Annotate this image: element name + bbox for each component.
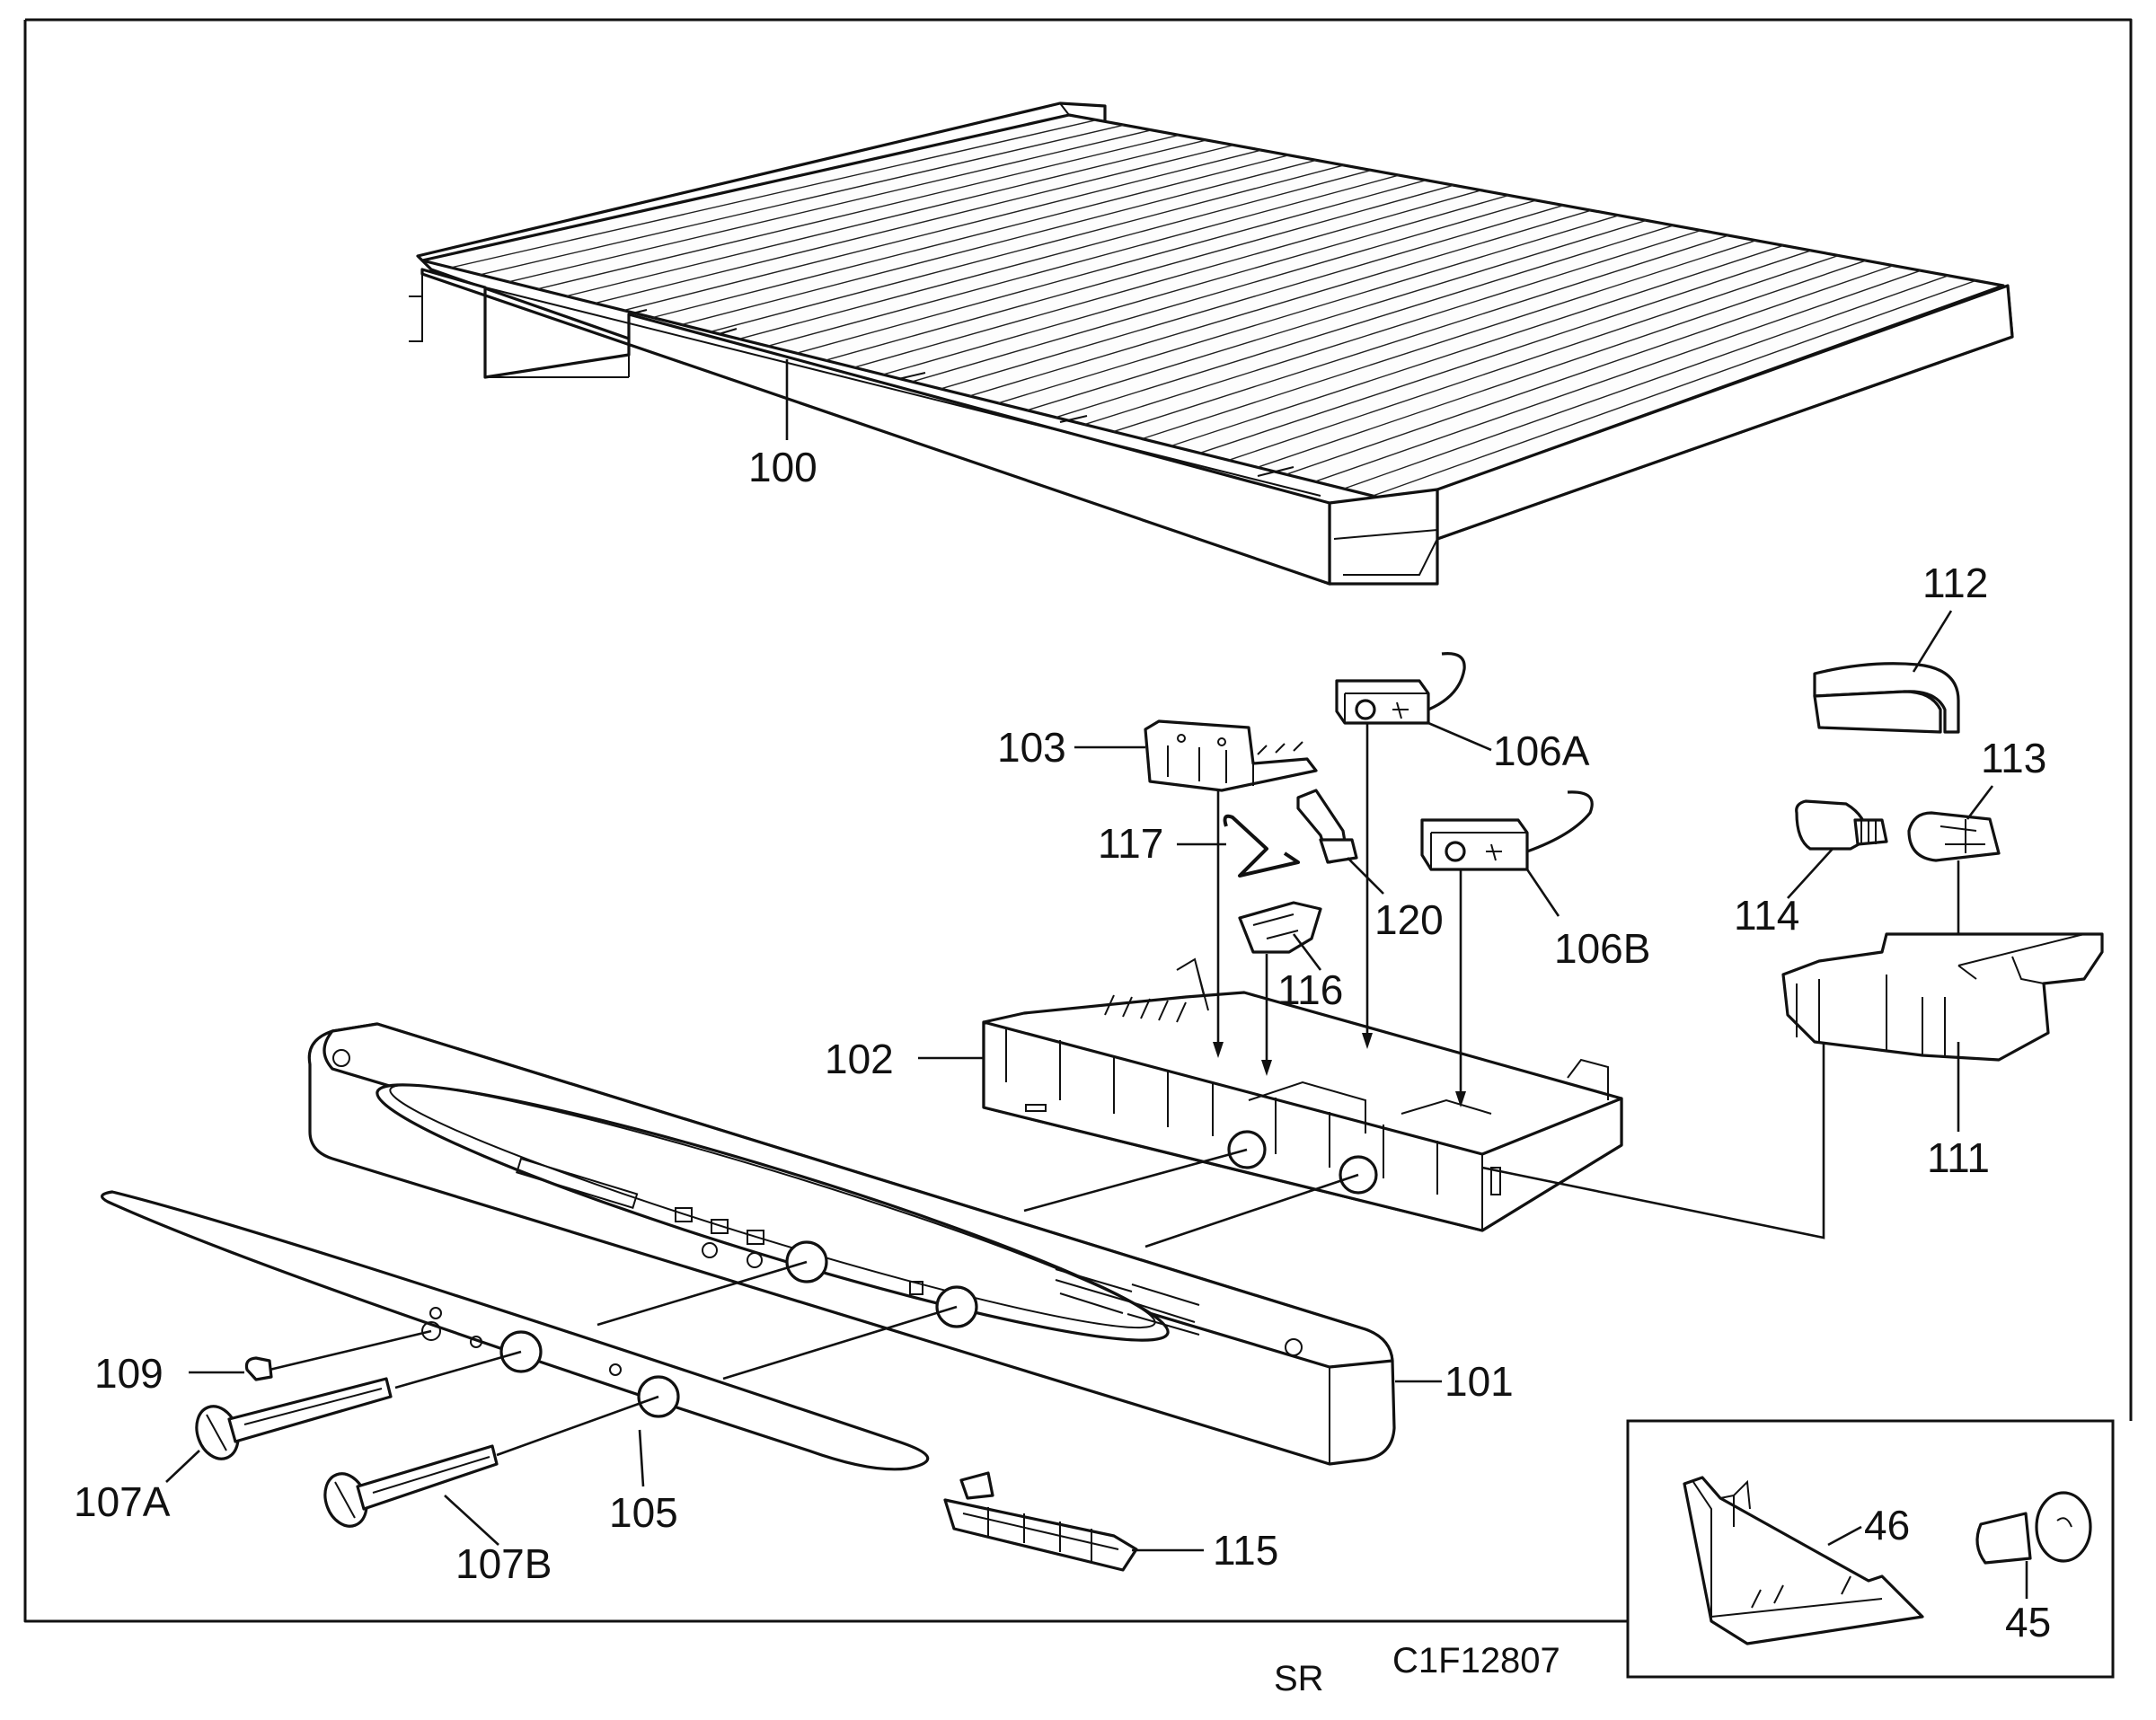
part-111-lamp-housing	[1781, 932, 2104, 1062]
part-116-latch	[1238, 901, 1322, 954]
label-106A: 106A	[1493, 728, 1590, 774]
part-112-cap	[1813, 662, 1960, 734]
label-100: 100	[748, 444, 817, 490]
label-109: 109	[94, 1350, 163, 1397]
part-46-bracket	[1683, 1476, 1924, 1645]
part-102-housing	[982, 957, 1623, 1232]
label-105: 105	[609, 1489, 678, 1536]
connection-lines	[269, 1042, 1825, 1457]
label-117: 117	[1098, 820, 1163, 867]
footer-code: SR	[1274, 1659, 1324, 1698]
label-112: 112	[1922, 560, 1988, 606]
part-45-screw	[1975, 1491, 2092, 1565]
part-103-bracket	[1144, 719, 1318, 792]
inset-frame	[1626, 1419, 2115, 1679]
label-101: 101	[1445, 1358, 1514, 1405]
label-116: 116	[1277, 966, 1343, 1013]
label-45: 45	[2005, 1599, 2051, 1645]
part-106B-switch	[1420, 790, 1594, 871]
part-101-control-panel	[307, 1022, 1396, 1466]
footer-drawing-number: C1F12807	[1392, 1641, 1560, 1680]
part-109-bulb	[244, 1356, 273, 1381]
part-107A-knob	[195, 1377, 393, 1460]
part-113-lamp-holder	[1907, 811, 2001, 862]
label-107B: 107B	[455, 1540, 552, 1587]
label-103: 103	[997, 724, 1066, 771]
label-107A: 107A	[74, 1478, 171, 1525]
label-113: 113	[1981, 735, 2046, 781]
label-102: 102	[825, 1036, 894, 1082]
part-117-spring-clip	[1223, 814, 1300, 878]
label-111: 111	[1927, 1134, 1990, 1181]
diagram-frame	[23, 18, 2133, 1623]
label-120: 120	[1374, 896, 1444, 943]
part-100-lid	[409, 101, 2014, 586]
label-106B: 106B	[1554, 925, 1650, 972]
label-115: 115	[1213, 1527, 1278, 1574]
part-106A-switch	[1335, 652, 1466, 725]
label-114: 114	[1734, 892, 1799, 939]
part-107B-knob	[323, 1444, 499, 1528]
part-115-grille	[943, 1471, 1138, 1572]
label-46: 46	[1864, 1502, 1910, 1548]
part-114-lamp	[1795, 799, 1888, 851]
part-120-clip	[1296, 789, 1358, 864]
